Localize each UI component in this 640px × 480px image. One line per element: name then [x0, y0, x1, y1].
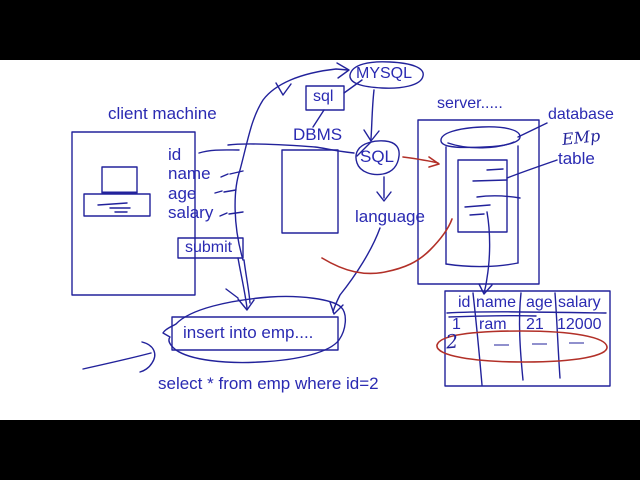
result-cell-handwritten: 2 — [444, 330, 459, 354]
field-tick-marks — [198, 149, 244, 217]
submit-to-insert-arrow — [225, 257, 255, 311]
result-header-salary: salary — [558, 294, 601, 311]
mysql-ellipse — [349, 61, 424, 89]
database-label-pointer — [517, 122, 548, 138]
dbms-label: DBMS — [293, 125, 343, 144]
result-cell-blank: — — [532, 335, 547, 352]
language-to-insert-arrow — [329, 227, 381, 315]
emp-table-rows — [464, 168, 521, 216]
result-header-id: id — [458, 294, 471, 311]
sql-to-server-red-arrow — [402, 156, 440, 168]
sql-box — [305, 85, 345, 111]
result-cell: 21 — [526, 316, 544, 333]
insert-query-text: insert into emp.... — [183, 323, 314, 342]
sql-blob — [355, 140, 400, 176]
server-to-result-arrow — [478, 211, 493, 295]
submit-button-label: submit — [185, 239, 233, 256]
emp-table-rect — [457, 159, 508, 233]
select-to-server-red-curve — [321, 218, 453, 275]
server-box — [417, 119, 540, 285]
sql-box-label: sql — [313, 88, 334, 105]
client-to-mysql-curve — [234, 62, 350, 261]
field-label-name: name — [168, 164, 211, 183]
sql-to-dbms-line — [312, 109, 325, 128]
field-label-id: id — [168, 145, 182, 164]
insert-blob — [162, 295, 346, 364]
result-header-age: age — [526, 294, 553, 311]
sql-to-mysql-line — [343, 79, 363, 94]
result-header-name: name — [476, 294, 517, 311]
result-cell: ram — [479, 316, 507, 333]
mysql-to-sql-arrow — [356, 89, 380, 157]
sql-to-language-arrow — [376, 176, 392, 202]
result-cell: 12000 — [557, 316, 602, 333]
sql-blob-label: SQL — [360, 147, 395, 166]
mysql-label: MYSQL — [356, 65, 413, 82]
dbms-box — [281, 149, 339, 234]
result-cell: 1 — [452, 316, 461, 333]
result-cell-blank: — — [569, 334, 584, 351]
result-row-red-circle — [436, 330, 608, 363]
client-machine-label: client machine — [108, 104, 217, 123]
server-label: server..... — [437, 95, 503, 112]
database-label: database — [548, 106, 614, 123]
computer-icon — [83, 166, 151, 217]
field-label-salary: salary — [168, 203, 214, 222]
language-label: language — [355, 207, 425, 226]
insert-box — [171, 316, 339, 351]
result-cell-blank: — — [494, 336, 509, 353]
field-label-age: age — [168, 184, 197, 203]
client-box — [71, 131, 196, 296]
select-pointer — [82, 341, 156, 373]
fields-to-dbms-line — [227, 143, 355, 154]
result-table-grid — [444, 290, 611, 387]
table-label-pointer — [506, 159, 558, 179]
select-query-text: select * from emp where id=2 — [158, 374, 379, 393]
table-label: table — [558, 149, 595, 168]
